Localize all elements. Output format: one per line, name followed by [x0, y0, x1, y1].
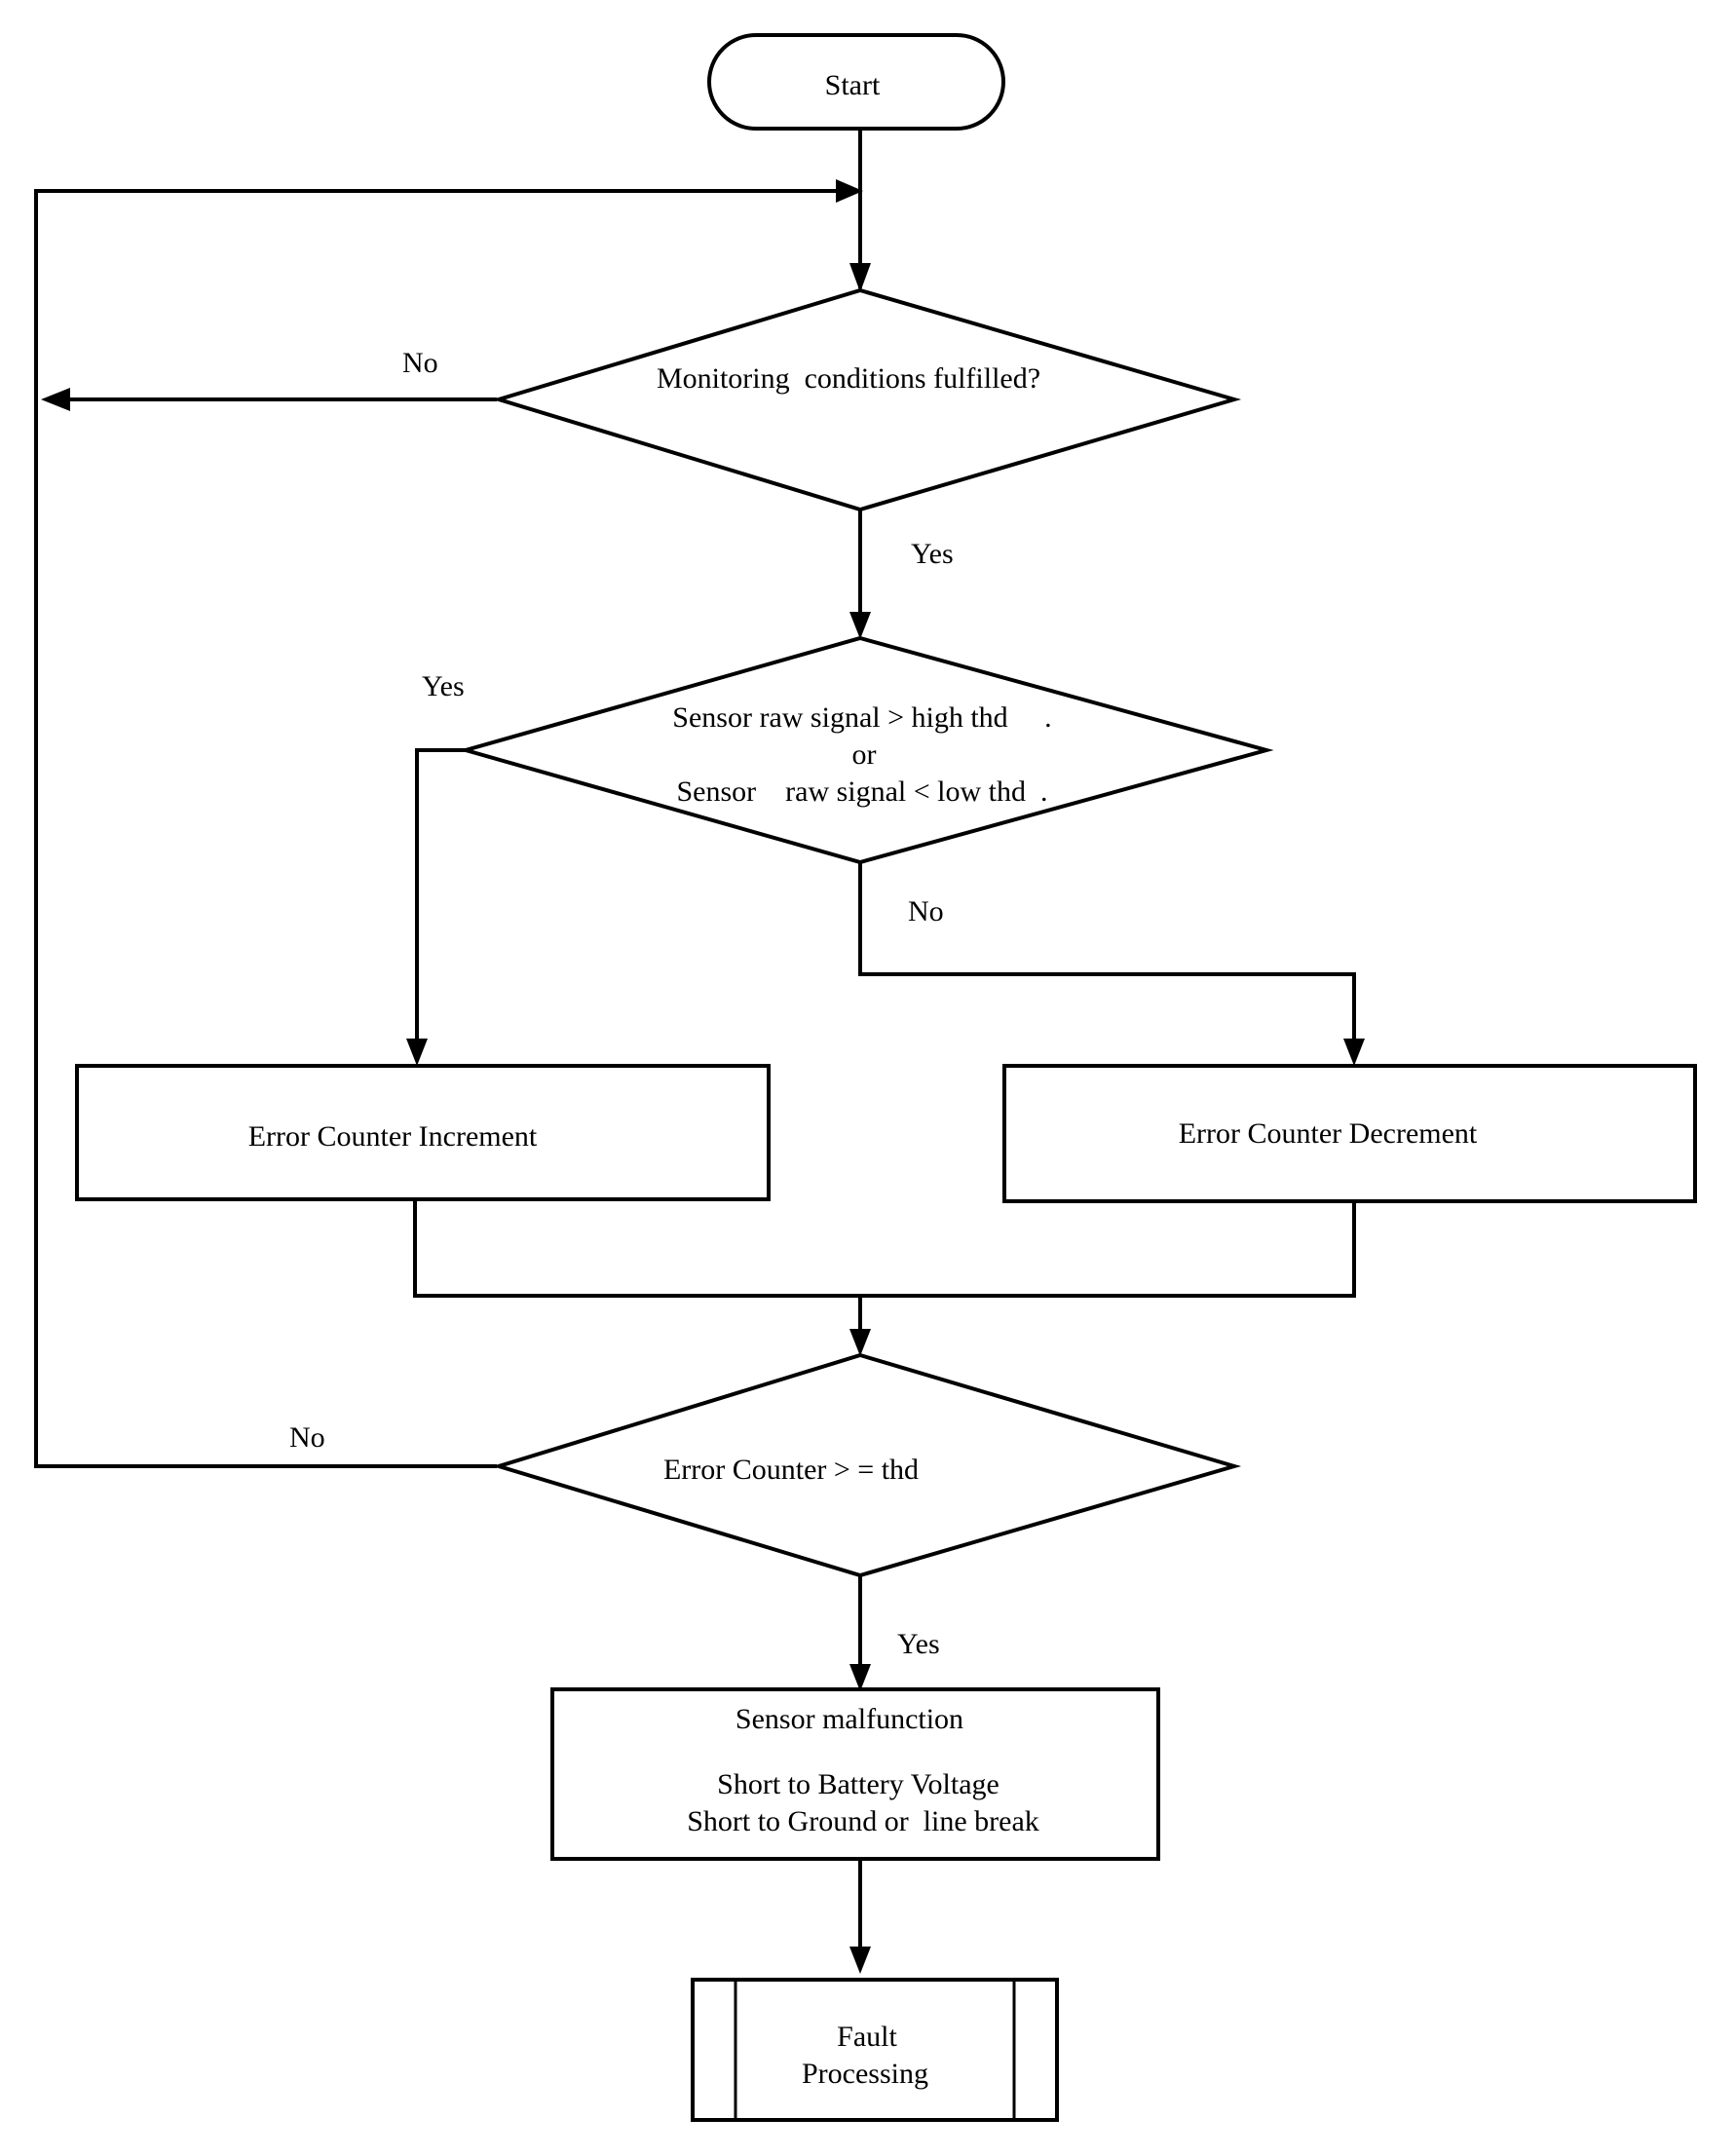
arrowhead-decrement [1343, 1039, 1365, 1066]
fault-box [691, 1978, 1059, 2122]
arrowhead-monitoring [849, 263, 871, 292]
counter-decision-label: Error Counter > = thd [663, 1454, 919, 1486]
label-monitoring-yes: Yes [911, 538, 954, 570]
monitoring-decision [492, 287, 1242, 512]
malfunction-box [550, 1687, 1160, 1861]
monitoring-decision-label: Monitoring conditions fulfilled? [657, 362, 1040, 395]
label-counter-no: No [289, 1421, 325, 1454]
start-label: Start [825, 69, 881, 101]
label-signal-yes: Yes [422, 670, 465, 702]
edge-increment-merge [413, 1201, 1356, 1298]
label-counter-yes: Yes [897, 1628, 940, 1660]
signal-decision-line3: Sensor raw signal < low thd . [676, 775, 1047, 808]
malfunction-line1: Sensor malfunction [735, 1703, 963, 1735]
increment-label: Error Counter Increment [248, 1120, 538, 1153]
signal-decision-line2: or [852, 738, 877, 771]
label-monitoring-no: No [402, 347, 438, 379]
fault-line2: Processing [802, 2058, 928, 2090]
label-signal-no: No [908, 895, 944, 927]
malfunction-line2: Short to Battery Voltage [717, 1768, 1000, 1800]
arrowhead-counter [849, 1329, 871, 1356]
counter-decision [492, 1352, 1242, 1578]
arrowhead-monitoring-no [41, 388, 70, 411]
fault-line1: Fault [837, 2021, 897, 2053]
arrowhead-signal [849, 612, 871, 639]
edge-signal-yes [415, 748, 466, 1042]
arrowhead-fault [849, 1947, 871, 1974]
arrowhead-loop-back [836, 179, 863, 203]
start-node [707, 33, 1005, 131]
arrowhead-increment [406, 1039, 428, 1066]
malfunction-line3: Short to Ground or line break [687, 1805, 1039, 1837]
edge-loop-back [34, 189, 846, 1468]
signal-decision-line1: Sensor raw signal > high thd . [672, 701, 1051, 734]
signal-decision [458, 635, 1274, 865]
arrowhead-malfunction [849, 1664, 871, 1691]
decrement-label: Error Counter Decrement [1179, 1117, 1478, 1150]
increment-box [75, 1064, 771, 1201]
edge-signal-no [858, 862, 1356, 1042]
decrement-box [1002, 1064, 1697, 1203]
